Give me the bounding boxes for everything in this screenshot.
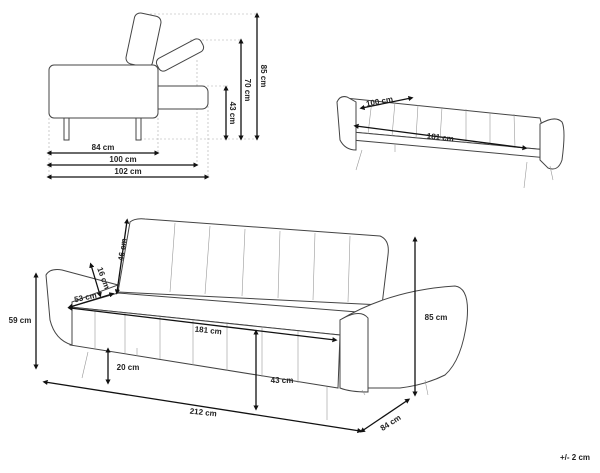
left-arm — [336, 96, 357, 151]
label-back-height: 46 cm — [116, 238, 128, 262]
label-bed-length: 181 cm — [426, 131, 454, 143]
seat-body — [48, 64, 159, 119]
label-depth-bed: 102 cm — [114, 167, 141, 176]
dim-arrow — [359, 398, 411, 433]
backrest-reclined — [155, 38, 205, 72]
tolerance-note: +/- 2 cm — [560, 453, 590, 462]
label-depth-reclined: 100 cm — [109, 155, 136, 164]
backrest-flat — [149, 85, 209, 110]
dim-arrow — [42, 379, 363, 434]
dim-arrow — [353, 123, 528, 151]
right-arm — [339, 285, 468, 389]
backrest-upright — [125, 12, 162, 68]
label-height-upright: 85 cm — [259, 65, 268, 88]
label-leg-height: 20 cm — [117, 363, 140, 372]
label-seat-height: 43 cm — [271, 376, 294, 385]
label-arm-height: 59 cm — [9, 316, 32, 325]
leg — [63, 117, 70, 141]
right-arm — [539, 118, 565, 170]
label-total-width: 212 cm — [189, 407, 217, 419]
bed-view: 100 cm 181 cm — [336, 95, 565, 189]
label-total-depth: 84 cm — [379, 413, 403, 433]
dim-arrow — [67, 305, 338, 343]
label-seat-width: 181 cm — [194, 325, 222, 337]
label-height-reclined: 70 cm — [243, 79, 252, 102]
front-view: 59 cm 53 cm 16 cm 46 cm 181 cm 20 cm 43 … — [9, 218, 468, 434]
dim-arrow — [89, 262, 102, 298]
side-view: 84 cm 100 cm 102 cm 43 cm 70 cm 85 cm — [46, 12, 268, 180]
label-height-bed: 43 cm — [228, 102, 237, 125]
dim-arrow — [359, 95, 414, 111]
backrest — [117, 218, 389, 306]
dim-arrow — [114, 218, 130, 295]
label-total-height: 85 cm — [425, 313, 448, 322]
leg — [135, 117, 142, 141]
label-depth-seat: 84 cm — [92, 143, 115, 152]
dim-arrow — [67, 292, 115, 309]
